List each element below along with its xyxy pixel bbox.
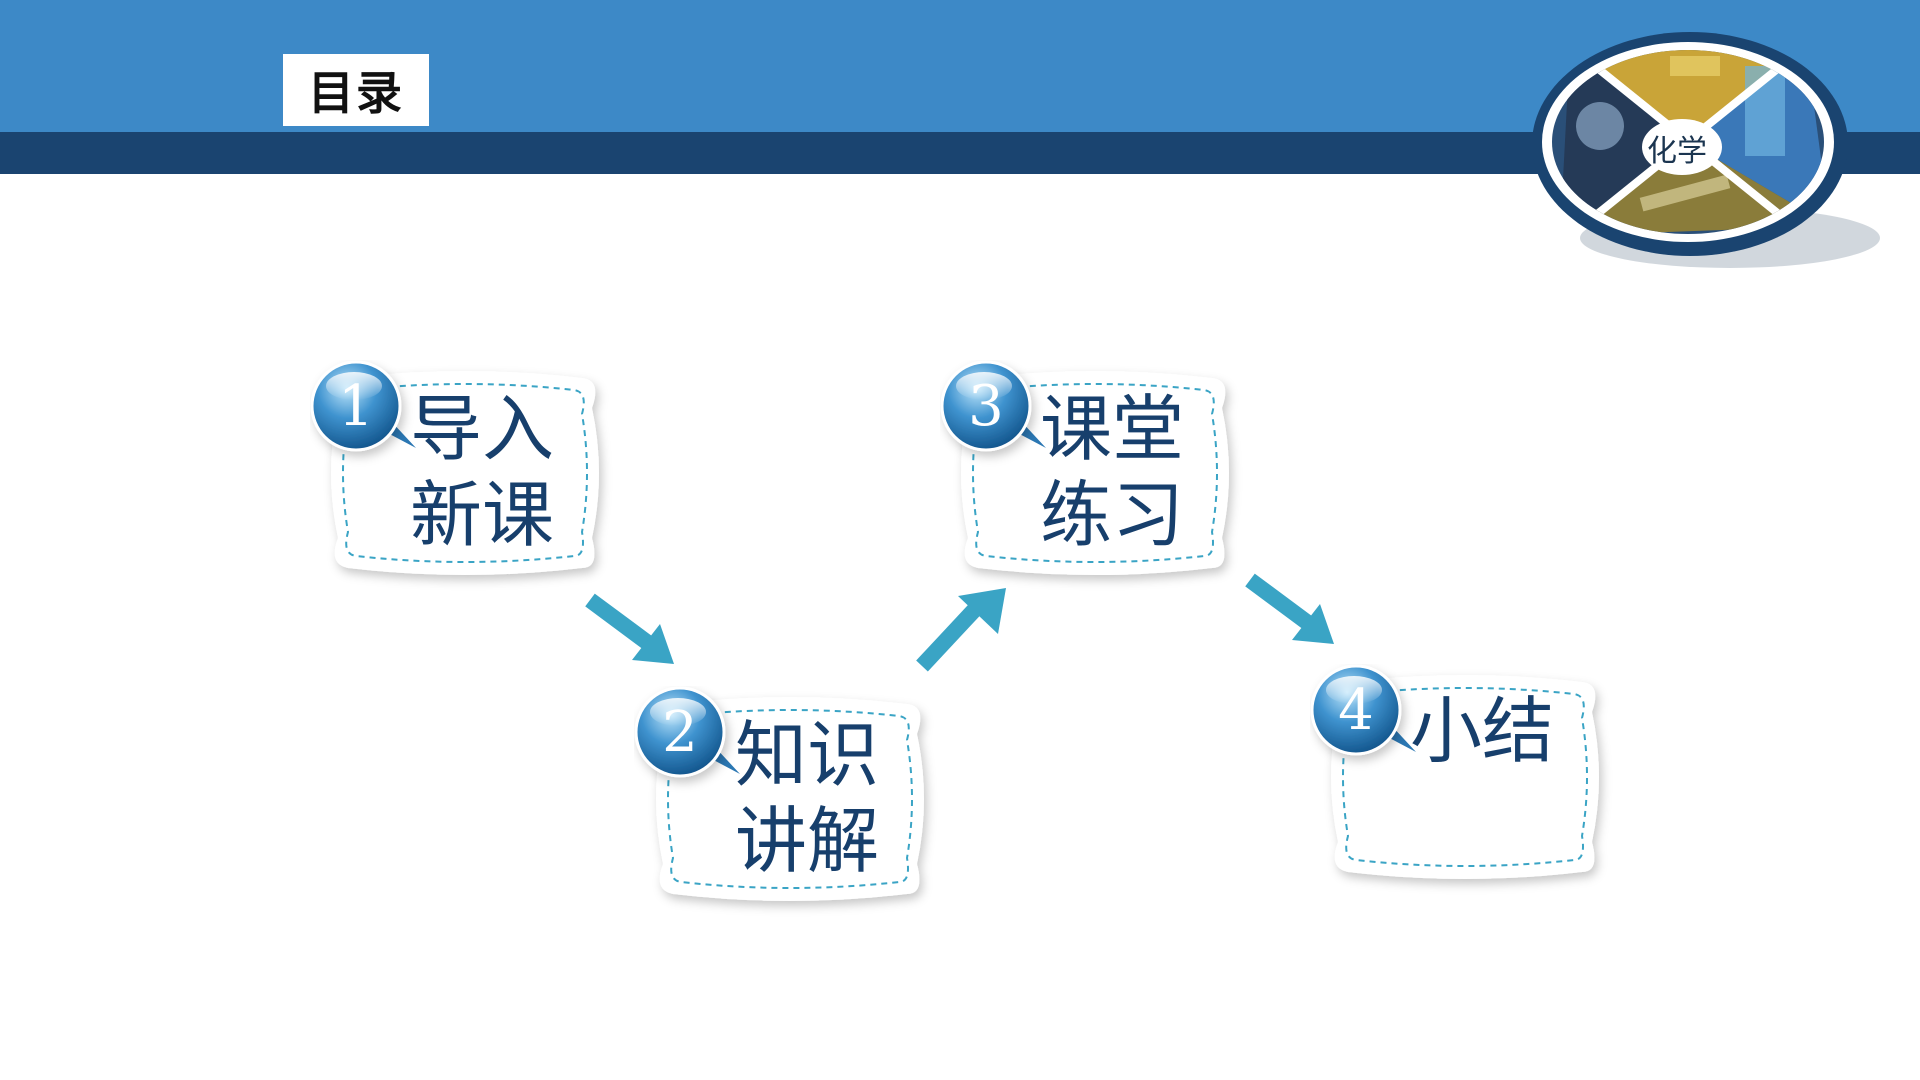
step-number-4: 4 — [1338, 677, 1374, 743]
step-text-4a: 小结 — [1410, 689, 1555, 773]
step-text-3b: 练习 — [1040, 473, 1185, 557]
step-text-3a: 课堂 — [1040, 387, 1185, 471]
page-title: 目录 — [308, 66, 404, 120]
step-text-2a: 知识 — [735, 713, 880, 797]
title-box: 目录 — [283, 54, 429, 126]
step-number-1: 1 — [338, 373, 374, 439]
step-number-2: 2 — [662, 699, 698, 765]
step-text-2b: 讲解 — [735, 799, 880, 883]
chemistry-logo — [1530, 26, 1890, 276]
arrow-up-right-icon — [916, 588, 1006, 672]
step-number-3: 3 — [968, 373, 1004, 439]
arrow-down-right-icon — [1245, 573, 1334, 644]
card-frame — [656, 697, 924, 901]
step-badge-1: 1 — [310, 360, 420, 470]
step-badge-4: 4 — [1310, 664, 1420, 774]
step-text-1b: 新课 — [410, 473, 555, 557]
step-card-2[interactable]: 知识 讲解 — [655, 694, 925, 904]
step-badge-3: 3 — [940, 360, 1050, 470]
step-badge-2: 2 — [634, 686, 744, 796]
logo-label: 化学 — [1647, 134, 1707, 169]
step-text-1a: 导入 — [410, 387, 555, 471]
arrow-down-right-icon — [585, 593, 674, 664]
